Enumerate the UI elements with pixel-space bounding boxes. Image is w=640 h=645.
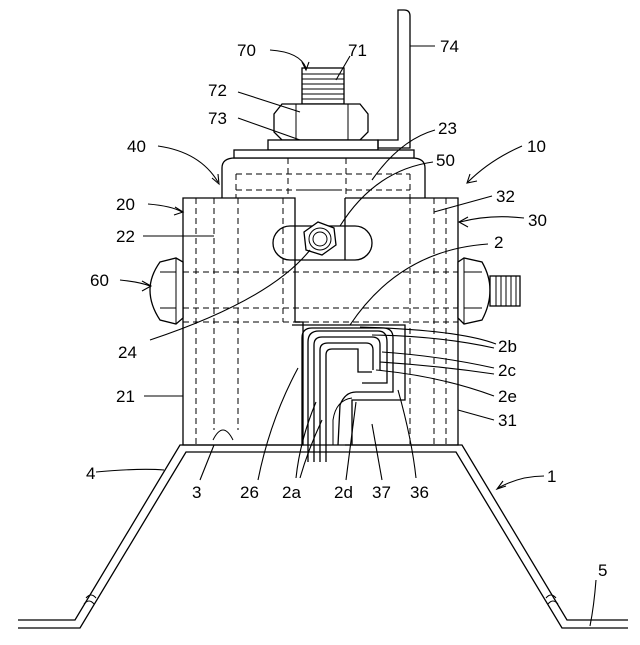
label-2c: 2c bbox=[498, 361, 516, 380]
roof-sheet bbox=[18, 445, 628, 628]
label-31: 31 bbox=[498, 411, 517, 430]
label-37: 37 bbox=[372, 483, 391, 502]
label-2d: 2d bbox=[334, 483, 353, 502]
label-5: 5 bbox=[598, 561, 607, 580]
label-32: 32 bbox=[496, 187, 515, 206]
label-30: 30 bbox=[528, 211, 547, 230]
label-2b: 2b bbox=[498, 337, 517, 356]
label-3: 3 bbox=[192, 483, 201, 502]
bolt-50 bbox=[304, 222, 336, 255]
top-cap bbox=[222, 158, 425, 198]
bolt-60 bbox=[150, 258, 183, 324]
right-bolt bbox=[458, 258, 520, 324]
label-24: 24 bbox=[118, 343, 137, 362]
label-4: 4 bbox=[86, 464, 95, 483]
label-36: 36 bbox=[410, 483, 429, 502]
label-22: 22 bbox=[116, 227, 135, 246]
label-23: 23 bbox=[438, 119, 457, 138]
label-74: 74 bbox=[440, 37, 459, 56]
right-clamp-body bbox=[345, 198, 458, 445]
top-fastener bbox=[234, 10, 414, 158]
label-20: 20 bbox=[116, 195, 135, 214]
label-70: 70 bbox=[237, 41, 256, 60]
label-71: 71 bbox=[348, 41, 367, 60]
label-40: 40 bbox=[127, 137, 146, 156]
label-2e: 2e bbox=[498, 387, 517, 406]
label-50: 50 bbox=[436, 151, 455, 170]
roof-seam bbox=[292, 325, 405, 462]
label-2: 2 bbox=[494, 233, 503, 252]
label-26: 26 bbox=[240, 483, 259, 502]
label-1: 1 bbox=[547, 467, 556, 486]
label-60: 60 bbox=[90, 271, 109, 290]
label-2a: 2a bbox=[282, 483, 301, 502]
label-73: 73 bbox=[208, 109, 227, 128]
label-72: 72 bbox=[208, 81, 227, 100]
label-10: 10 bbox=[527, 137, 546, 156]
label-21: 21 bbox=[116, 387, 135, 406]
